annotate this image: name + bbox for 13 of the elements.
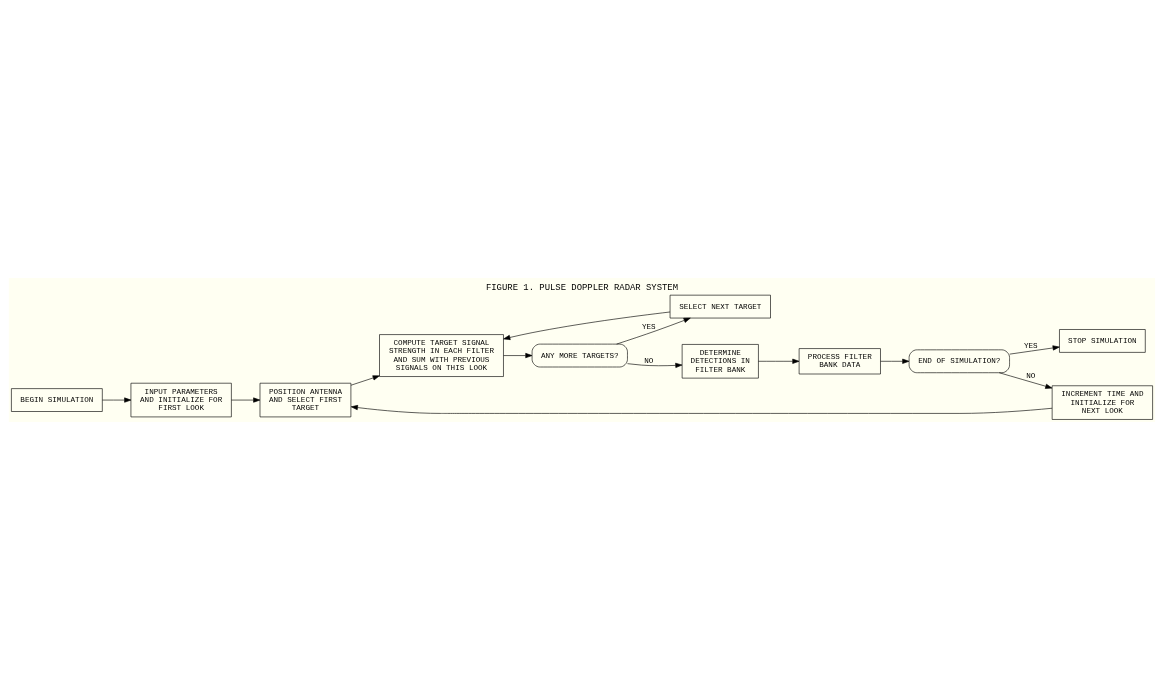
- arrow: [231, 397, 261, 403]
- arrow: [627, 362, 683, 368]
- arrow: [758, 358, 800, 364]
- arrow: [102, 397, 132, 403]
- arrow: [503, 352, 533, 358]
- arrow: [350, 404, 1053, 414]
- arrow: [998, 371, 1053, 389]
- arrow: [503, 311, 671, 340]
- diagram-title: FIGURE 1. PULSE DOPPLER RADAR SYSTEM: [485, 282, 679, 293]
- arrow: [350, 374, 380, 386]
- arrow: [880, 358, 910, 364]
- arrow: [616, 317, 691, 344]
- arrow: [1009, 344, 1060, 354]
